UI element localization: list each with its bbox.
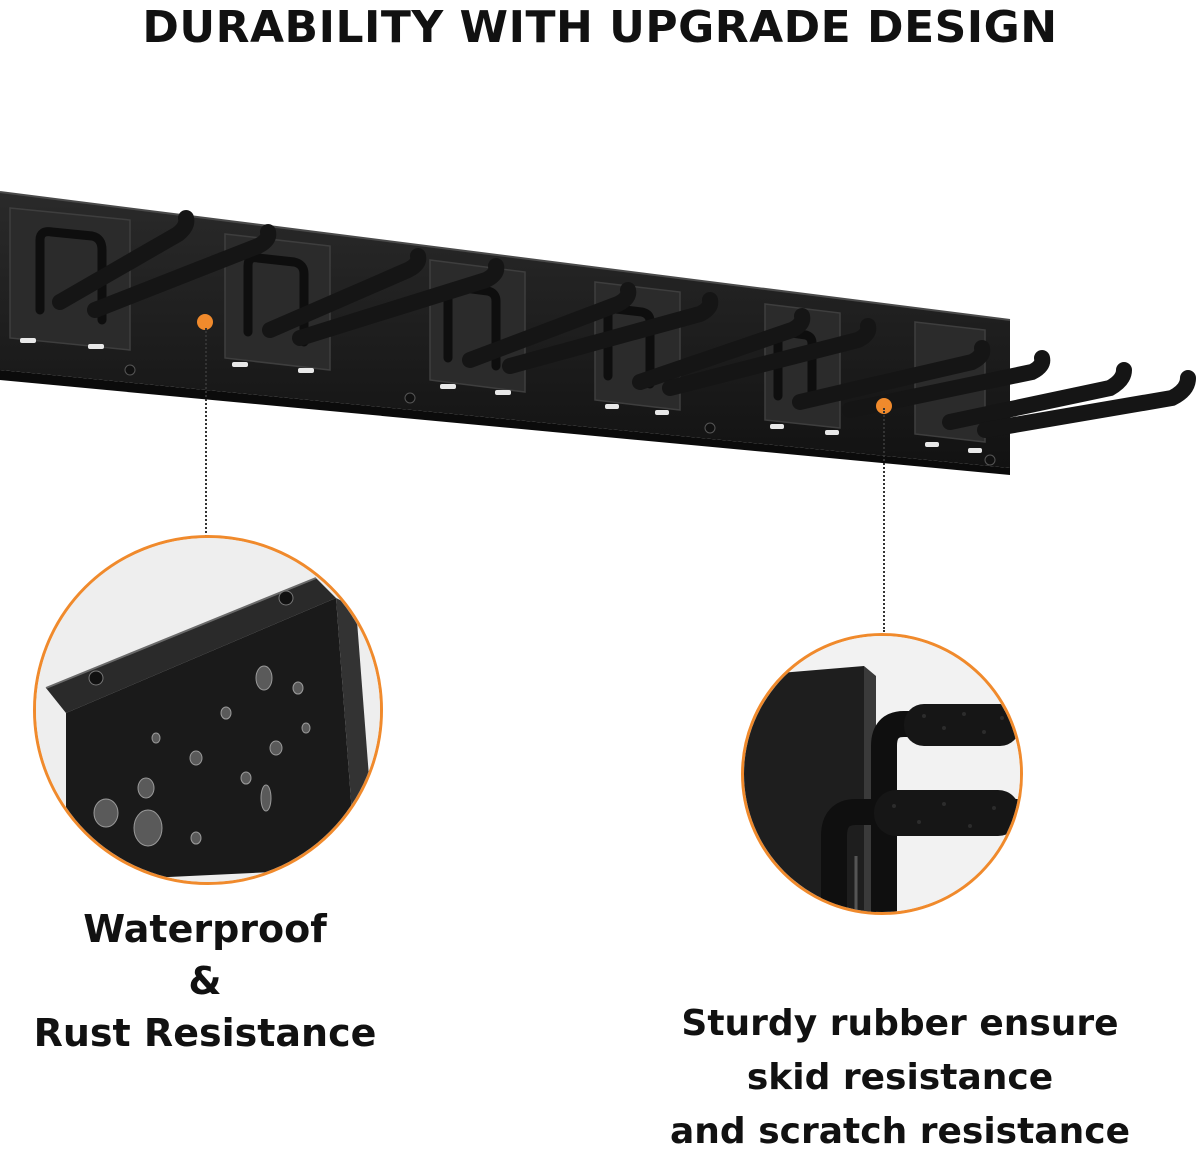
waterproof-detail-circle <box>33 535 383 885</box>
callout-line-left <box>205 328 207 540</box>
caption-line: & <box>188 959 222 1003</box>
water-droplets-panel-icon <box>36 538 380 882</box>
caption-line: Waterproof <box>83 907 327 951</box>
headline: DURABILITY WITH UPGRADE DESIGN <box>142 2 1058 53</box>
rubber-hook-detail-circle <box>741 633 1023 915</box>
storage-rack-illustration <box>0 191 1196 475</box>
caption-line: skid resistance <box>746 1057 1054 1098</box>
rubber-caption: Sturdy rubber ensure skid resistance and… <box>640 997 1160 1159</box>
callout-dot-left <box>197 314 213 330</box>
callout-line-right <box>883 408 885 632</box>
caption-line: and scratch resistance <box>669 1111 1130 1152</box>
waterproof-caption: Waterproof & Rust Resistance <box>0 903 410 1059</box>
caption-line: Rust Resistance <box>33 1011 377 1055</box>
callout-dot-right <box>876 398 892 414</box>
rubber-coated-hook-icon <box>744 636 1020 912</box>
caption-line: Sturdy rubber ensure <box>681 1003 1119 1044</box>
